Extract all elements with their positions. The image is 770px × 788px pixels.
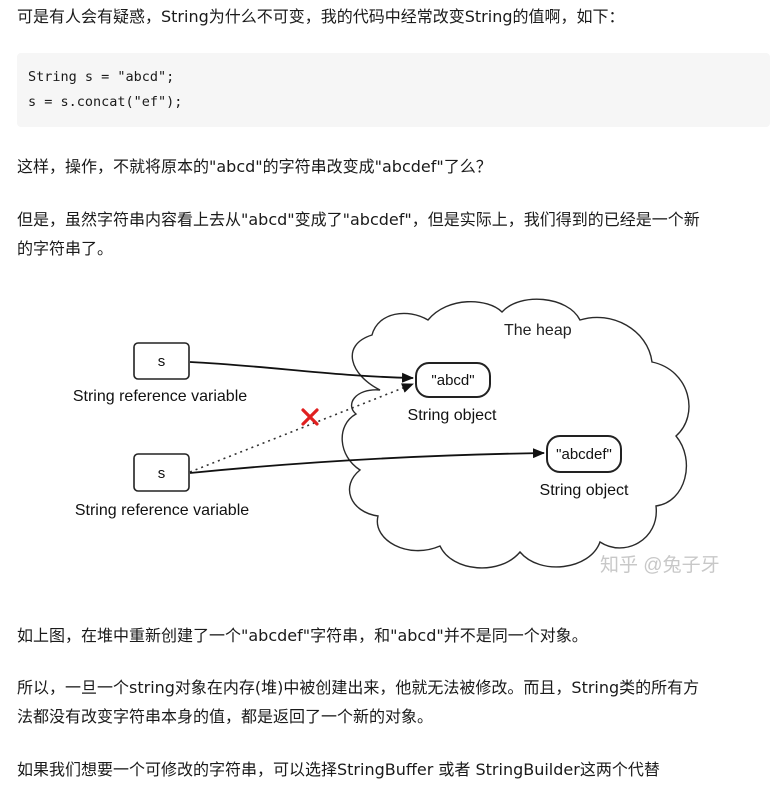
object-box-abcdef: [546, 435, 622, 473]
broken-reference-arrow: [189, 383, 414, 473]
code-line-2: s = s.concat("ef");: [28, 94, 183, 110]
heap-cloud: [341, 298, 690, 569]
watermark-text: 知乎 @兔子牙: [600, 554, 720, 576]
variable-box-2: [133, 453, 190, 492]
code-line-1: String s = "abcd";: [28, 69, 175, 85]
variable-box-1: [133, 342, 190, 380]
cross-icon: [301, 408, 319, 426]
object-box-abcd: [415, 362, 491, 398]
variable-2-label: String reference variable: [75, 502, 249, 519]
heap-diagram-svg: The heap s String reference variable s S…: [73, 298, 720, 576]
variable-1-name: s: [158, 353, 166, 370]
paragraph-intro: 可是有人会有疑惑，String为什么不可变，我的代码中经常改变String的值啊…: [17, 7, 625, 26]
object-2-value: "abcdef": [556, 446, 612, 463]
paragraph-conclusion-line-2: 法都没有改变字符串本身的值，都是返回了一个新的对象。: [17, 707, 434, 726]
code-block: String s = "abcd"; s = s.concat("ef");: [17, 53, 770, 127]
reference-arrow-1: [189, 361, 414, 383]
paragraph-conclusion-line-1: 所以，一旦一个string对象在内存(堆)中被创建出来，他就无法被修改。而且，S…: [17, 678, 700, 697]
paragraph-explanation-line-1: 但是，虽然字符串内容看上去从"abcd"变成了"abcdef"，但是实际上，我们…: [17, 210, 700, 229]
object-1-value: "abcd": [431, 372, 474, 389]
reference-arrow-2: [189, 448, 545, 474]
paragraph-alternative: 如果我们想要一个可修改的字符串，可以选择StringBuffer 或者 Stri…: [17, 760, 660, 779]
paragraph-question: 这样，操作，不就将原本的"abcd"的字符串改变成"abcdef"了么？: [17, 157, 492, 176]
object-1-label: String object: [408, 407, 497, 424]
variable-1-label: String reference variable: [73, 388, 247, 405]
variable-2-name: s: [158, 465, 166, 482]
heap-label: The heap: [504, 322, 572, 339]
paragraph-figure-note: 如上图，在堆中重新创建了一个"abcdef"字符串，和"abcd"并不是同一个对…: [17, 626, 588, 645]
object-2-label: String object: [540, 482, 629, 499]
heap-diagram: The heap s String reference variable s S…: [0, 290, 770, 600]
paragraph-explanation-line-2: 的字符串了。: [17, 239, 114, 258]
